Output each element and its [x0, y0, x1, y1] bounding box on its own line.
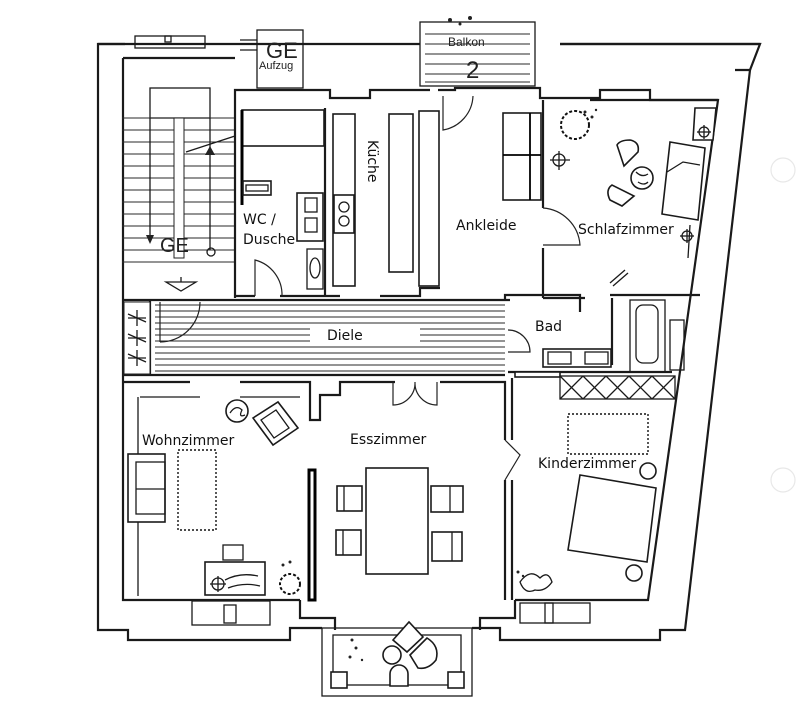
wc-dusche: WC / Dusche: [240, 109, 325, 297]
stairwell-code: GE: [160, 235, 189, 257]
room-label-dusche: Dusche: [243, 232, 295, 248]
ankleide: Ankleide: [442, 95, 581, 246]
room-label-schlafzimmer: Schlafzimmer: [578, 222, 674, 238]
room-label-esszimmer: Esszimmer: [350, 432, 427, 448]
elevator-code: GE: [266, 38, 298, 63]
wohnzimmer: Wohnzimmer: [127, 399, 301, 596]
room-label-diele: Diele: [327, 328, 363, 344]
bad: Bad: [514, 299, 685, 400]
room-label-kinderzimmer: Kinderzimmer: [538, 456, 636, 472]
room-label-bad: Bad: [535, 319, 562, 335]
room-label-ankleide: Ankleide: [456, 218, 516, 234]
elevator: GE Aufzug: [240, 29, 304, 89]
room-label-kueche: Küche: [364, 140, 380, 183]
balcony-number: 2: [466, 57, 479, 84]
diele-hallway: [123, 301, 531, 375]
elevator-label: Aufzug: [259, 60, 293, 72]
balcony: Balkon 2: [419, 16, 536, 87]
room-label-wohnzimmer: Wohnzimmer: [142, 433, 234, 449]
bay-window: [298, 600, 517, 697]
kueche: Küche: [332, 110, 440, 287]
esszimmer: Esszimmer: [335, 381, 521, 575]
room-label-wc: WC /: [243, 212, 276, 228]
bottom-windows: [191, 600, 591, 626]
binder-holes: [770, 157, 796, 493]
outer-walls: [96, 35, 762, 642]
balcony-label: Balkon: [448, 35, 485, 49]
stairwell: GE: [122, 87, 236, 292]
kinderzimmer: Kinderzimmer: [516, 413, 657, 593]
schlafzimmer: Schlafzimmer: [550, 107, 717, 287]
